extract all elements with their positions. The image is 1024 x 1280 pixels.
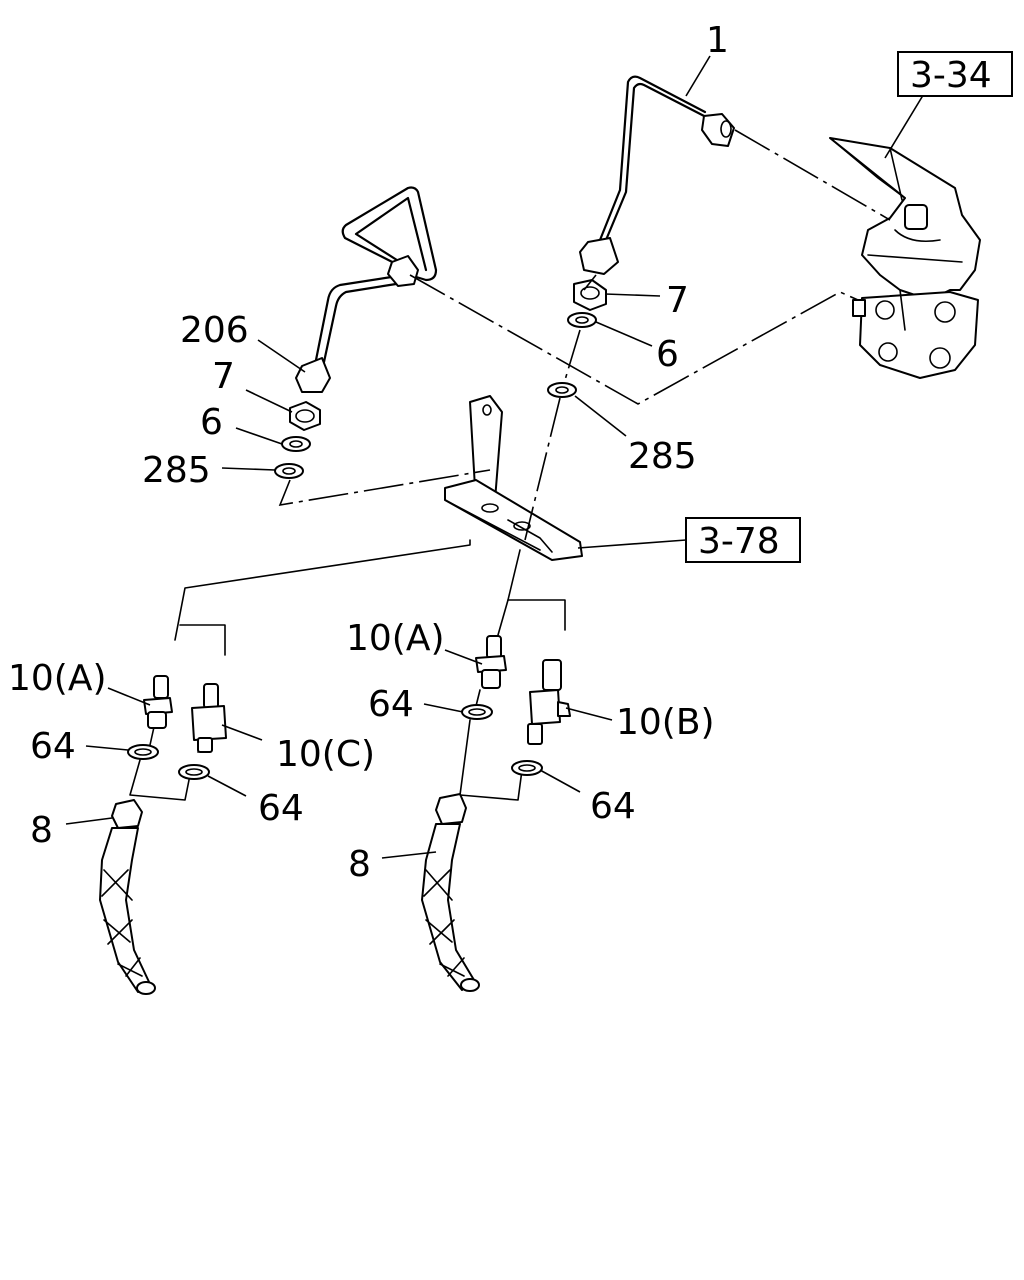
- callout-10a-left: 10(A): [8, 658, 107, 699]
- callout-8-left: 8: [30, 810, 53, 851]
- callout-8-right: 8: [348, 844, 371, 885]
- pipe-1: [579, 75, 735, 275]
- callout-labels: 1 206 7 6 285 7 6 285 10(A) 10(C) 64 64 …: [8, 20, 729, 885]
- right-hose-set: [421, 635, 571, 992]
- leader-lines: [65, 55, 926, 859]
- callout-7-left: 7: [212, 356, 235, 397]
- callout-10a-right: 10(A): [346, 618, 445, 659]
- callout-6-right: 6: [656, 334, 679, 375]
- callout-10c: 10(C): [276, 734, 375, 775]
- center-lines: [129, 129, 891, 801]
- valve-assembly: [829, 137, 981, 379]
- pipe-206: [295, 186, 438, 393]
- left-hose-set: [99, 675, 227, 995]
- callout-285-left: 285: [142, 450, 211, 491]
- reference-bracket-label: 3-78: [698, 521, 780, 562]
- callout-10b: 10(B): [616, 702, 715, 743]
- callout-6-left: 6: [200, 402, 223, 443]
- callout-285-right: 285: [628, 436, 697, 477]
- reference-box-valve[interactable]: 3-34: [897, 51, 1013, 97]
- callout-64-left-top: 64: [30, 726, 76, 767]
- reference-valve-label: 3-34: [910, 55, 992, 96]
- callout-64-right-top: 64: [368, 684, 414, 725]
- callout-1: 1: [706, 20, 729, 61]
- callout-7-right: 7: [666, 280, 689, 321]
- reference-box-bracket[interactable]: 3-78: [685, 517, 801, 563]
- callout-64-left-bottom: 64: [258, 788, 304, 829]
- left-fittings-stack: [274, 401, 321, 479]
- bracket: [444, 395, 583, 561]
- callout-64-right-bottom: 64: [590, 786, 636, 827]
- callout-206: 206: [180, 310, 249, 351]
